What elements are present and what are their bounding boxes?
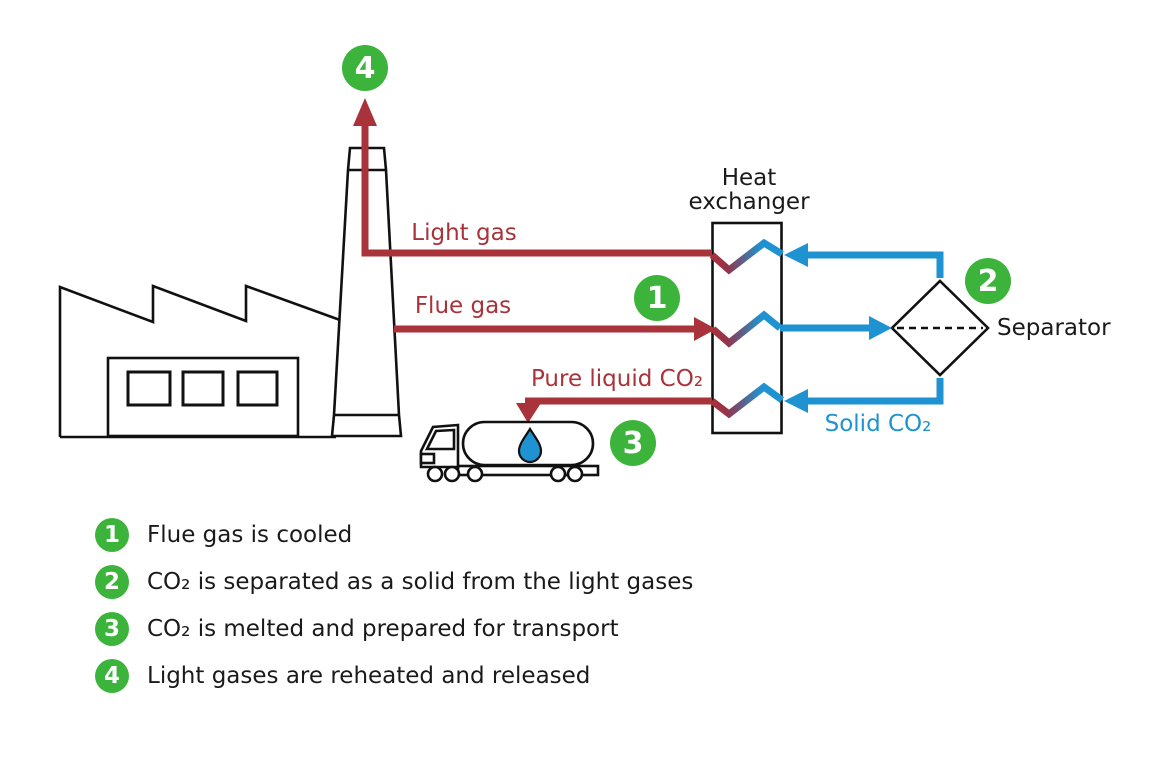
coil-middle: [710, 310, 783, 348]
truck-wheel-4: [549, 465, 567, 483]
legend-item-2: 2 CO₂ is separated as a solid from the l…: [95, 565, 693, 599]
arrow-into-separator: [869, 316, 892, 340]
truck-wheel-3: [466, 465, 484, 483]
heat-exchanger-label-line1: Heat: [721, 165, 777, 191]
legend-badge-2: 2: [95, 565, 129, 599]
coil-bottom: [709, 382, 785, 419]
hot-stream-lines: [361, 121, 712, 405]
heat-exchanger-label-line2: exchanger: [688, 189, 810, 215]
legend-text-2: CO₂ is separated as a solid from the lig…: [147, 569, 694, 595]
factory-annex: [106, 356, 300, 438]
light-gas-label: Light gas: [411, 220, 517, 246]
solid-co2-label: Solid CO₂: [824, 411, 932, 437]
pure-liquid-co2-line: [525, 397, 712, 405]
flue-gas-label: Flue gas: [414, 293, 512, 319]
arrow-into-exchanger-bottom: [784, 389, 808, 413]
coil-top: [709, 238, 784, 275]
solid-co2-line: [806, 378, 944, 405]
factory-outline: [58, 284, 341, 437]
arrow-into-exchanger-middle: [694, 317, 716, 341]
cold-stream-arrowheads: [784, 243, 892, 413]
step-marker-3: 3: [610, 420, 656, 466]
tanker-truck-icon: [419, 420, 600, 483]
step-marker-4: 4: [342, 45, 388, 91]
legend-text-3: CO₂ is melted and prepared for transport: [147, 616, 619, 642]
factory-window-3: [236, 370, 279, 407]
truck-wheel-5: [566, 465, 584, 483]
truck-grille: [419, 452, 436, 465]
droplet-icon: [517, 426, 543, 464]
truck-wheel-2: [443, 465, 461, 483]
light-gas-stack-line: [361, 121, 712, 257]
pure-liquid-co2-label: Pure liquid CO₂: [530, 366, 704, 392]
heat-exchanger-coils: [709, 238, 785, 419]
arrow-into-exchanger-top: [784, 243, 808, 267]
hot-stream-arrowheads: [353, 98, 716, 423]
legend-badge-3: 3: [95, 612, 129, 646]
truck-cab-window: [424, 428, 456, 451]
truck-wheel-1: [426, 465, 444, 483]
legend-item-3: 3 CO₂ is melted and prepared for transpo…: [95, 612, 619, 646]
step-marker-2: 2: [965, 258, 1011, 304]
light-gas-return-line: [806, 251, 944, 278]
arrow-down-to-truck: [516, 403, 541, 423]
chimney-body: [330, 146, 403, 438]
legend-badge-4: 4: [95, 659, 129, 693]
factory-icon: [58, 284, 341, 439]
step-marker-1: 1: [634, 275, 680, 321]
factory-window-1: [126, 370, 172, 407]
arrow-up-stack: [353, 98, 377, 126]
cold-stream-lines: [780, 251, 944, 405]
legend-item-4: 4 Light gases are reheated and released: [95, 659, 590, 693]
legend-badge-1: 1: [95, 518, 129, 552]
legend-text-1: Flue gas is cooled: [147, 522, 353, 548]
legend-text-4: Light gases are reheated and released: [147, 663, 591, 689]
factory-window-2: [181, 370, 225, 407]
heat-exchanger-label: Heat exchanger: [688, 166, 809, 214]
legend-item-1: 1 Flue gas is cooled: [95, 518, 352, 552]
separator-label: Separator: [997, 315, 1111, 341]
